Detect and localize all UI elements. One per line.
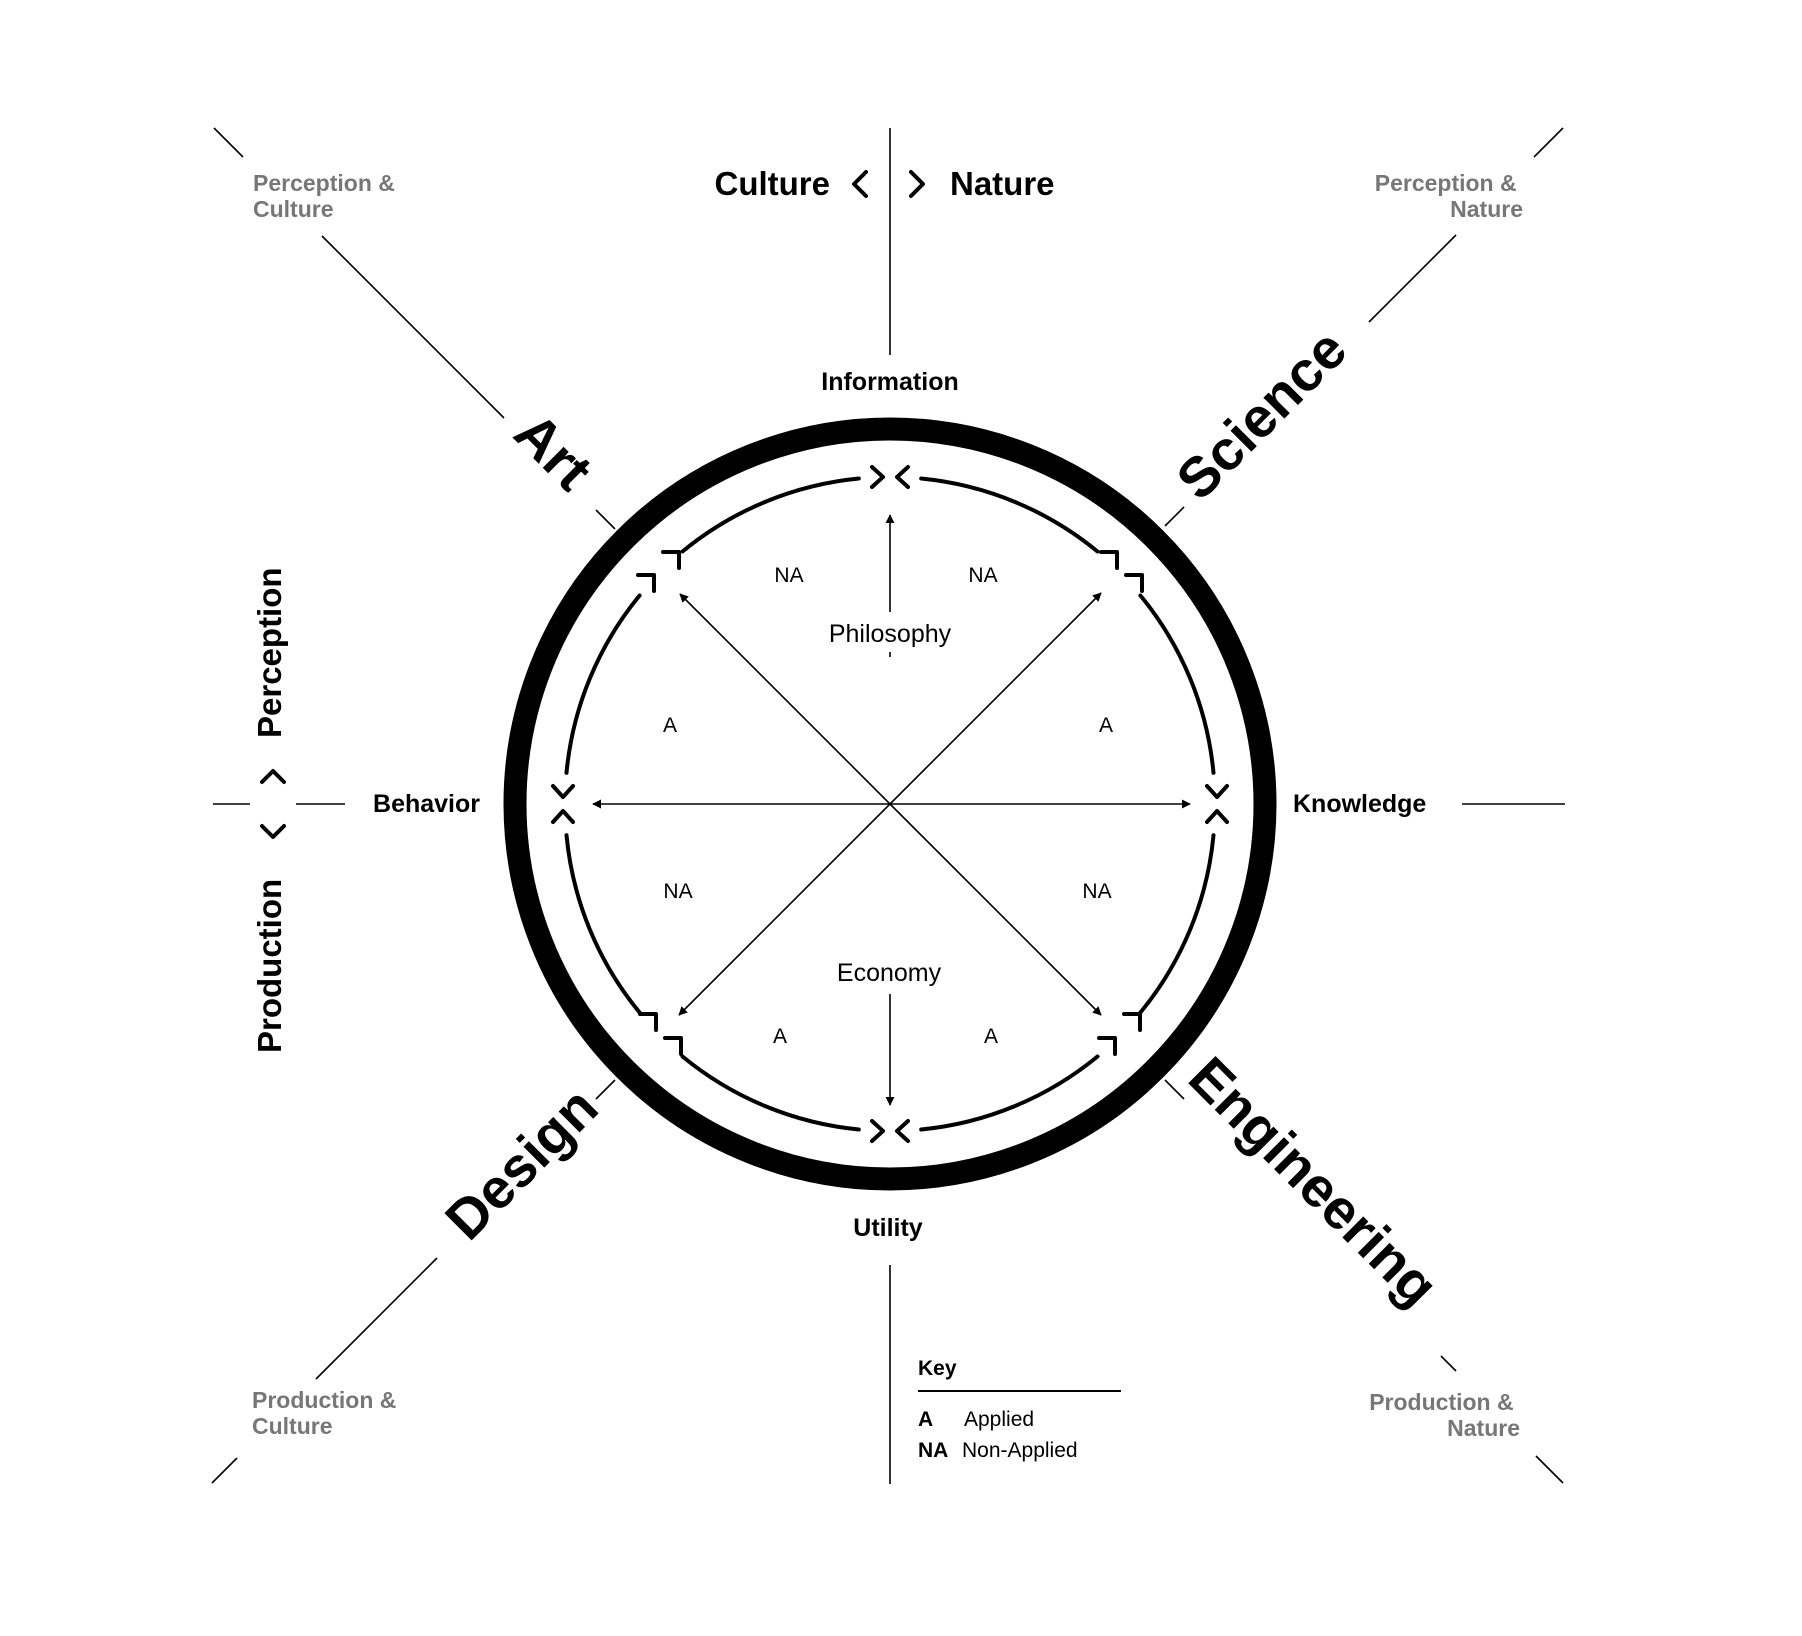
diagonal-ne-mid-line: [1368, 234, 1457, 323]
diagonal-nw-mid-line: [321, 235, 505, 419]
diagonal-sw-outer-line: [211, 1457, 238, 1484]
inner-arc-ne-e: [1138, 593, 1216, 775]
axis-label-production: Production: [251, 879, 288, 1053]
diagonal-sw-mid-line: [315, 1257, 438, 1380]
inner-label-philosophy: Philosophy: [829, 620, 952, 648]
inner-arc-s-sw: [680, 1054, 861, 1132]
inner-arc-w-nw: [564, 593, 642, 775]
diagonal-ne-inner-line: [1164, 506, 1185, 527]
inner-arc-e-se: [1138, 833, 1216, 1015]
node-label-information: Information: [821, 368, 959, 396]
legend-code-applied: A: [918, 1408, 933, 1431]
junction-bottom-icon: [870, 1119, 910, 1143]
spoke-se-arrow: [889, 803, 1102, 1016]
outer-ring: [503, 417, 1277, 1191]
sector-label-n-ne: NA: [968, 564, 997, 587]
sector-label-w-sw: NA: [663, 880, 692, 903]
economy-label-bg: [825, 952, 955, 992]
sector-label-n-nw: NA: [774, 564, 803, 587]
discipline-label-art: Art: [503, 400, 605, 502]
axis-label-perception: Perception: [251, 567, 288, 738]
legend-code-non-applied: NA: [918, 1439, 948, 1462]
junction-nw-icon: [636, 550, 681, 593]
inner-label-economy: Economy: [837, 959, 942, 987]
spoke-sw-arrow: [678, 803, 891, 1016]
spoke-ne-arrow: [889, 592, 1102, 805]
spoke-nw-arrow: [679, 593, 891, 805]
legend-label-non-applied: Non-Applied: [962, 1439, 1078, 1462]
corner-label-top-right: Perception & Nature: [1375, 170, 1523, 222]
discipline-label-science: Science: [1164, 317, 1358, 511]
chevron-right-icon: [909, 170, 925, 198]
chevron-up-icon: [260, 769, 286, 784]
inner-ring: [564, 476, 1216, 1132]
corner-label-bottom-left: Production & Culture: [252, 1387, 403, 1439]
spokes: [592, 514, 1191, 1106]
diagonal-sw-inner-line: [595, 1079, 616, 1100]
legend-title: Key: [918, 1357, 957, 1380]
sector-label-e-se: NA: [1082, 880, 1111, 903]
diagonal-se-inner-line: [1164, 1079, 1185, 1100]
axis-label-culture: Culture: [715, 165, 831, 202]
node-label-behavior: Behavior: [373, 790, 480, 818]
diagonal-ne-outer-line: [1533, 127, 1564, 158]
junction-se-icon: [1097, 1012, 1142, 1056]
junction-left-icon: [551, 784, 575, 824]
sector-label-w-nw: A: [663, 714, 677, 737]
discipline-label-design: Design: [433, 1075, 610, 1252]
philosophy-label-bg: [815, 612, 965, 652]
junction-right-icon: [1205, 784, 1229, 824]
sector-label-s-se: A: [984, 1025, 998, 1048]
sector-label-s-sw: A: [773, 1025, 787, 1048]
node-label-knowledge: Knowledge: [1293, 790, 1426, 818]
legend: Key A Applied NA Non-Applied: [918, 1357, 1121, 1462]
inner-arc-n-ne: [919, 476, 1100, 554]
diagonal-se-outer-line: [1535, 1455, 1564, 1484]
chevron-left-icon: [852, 170, 868, 198]
corner-label-top-left: Perception & Culture: [253, 170, 401, 222]
junction-sw-icon: [638, 1012, 683, 1056]
node-label-utility: Utility: [853, 1214, 923, 1242]
junction-top-icon: [870, 465, 910, 489]
inner-arc-sw-w: [564, 833, 642, 1015]
diagonal-nw-inner-line: [595, 509, 616, 530]
junction-ne-icon: [1099, 550, 1144, 593]
chevron-down-icon: [260, 824, 286, 839]
legend-label-applied: Applied: [964, 1408, 1034, 1431]
axis-label-nature: Nature: [950, 165, 1055, 202]
sector-label-e-ne: A: [1099, 714, 1113, 737]
inner-arc-nw-n: [680, 476, 861, 554]
inner-arc-se-s: [919, 1054, 1100, 1132]
diagonal-se-mid-line: [1440, 1355, 1457, 1372]
diagonal-nw-outer-line: [213, 127, 244, 158]
discipline-label-engineering: Engineering: [1177, 1045, 1450, 1318]
corner-label-bottom-right: Production & Nature: [1369, 1389, 1520, 1441]
